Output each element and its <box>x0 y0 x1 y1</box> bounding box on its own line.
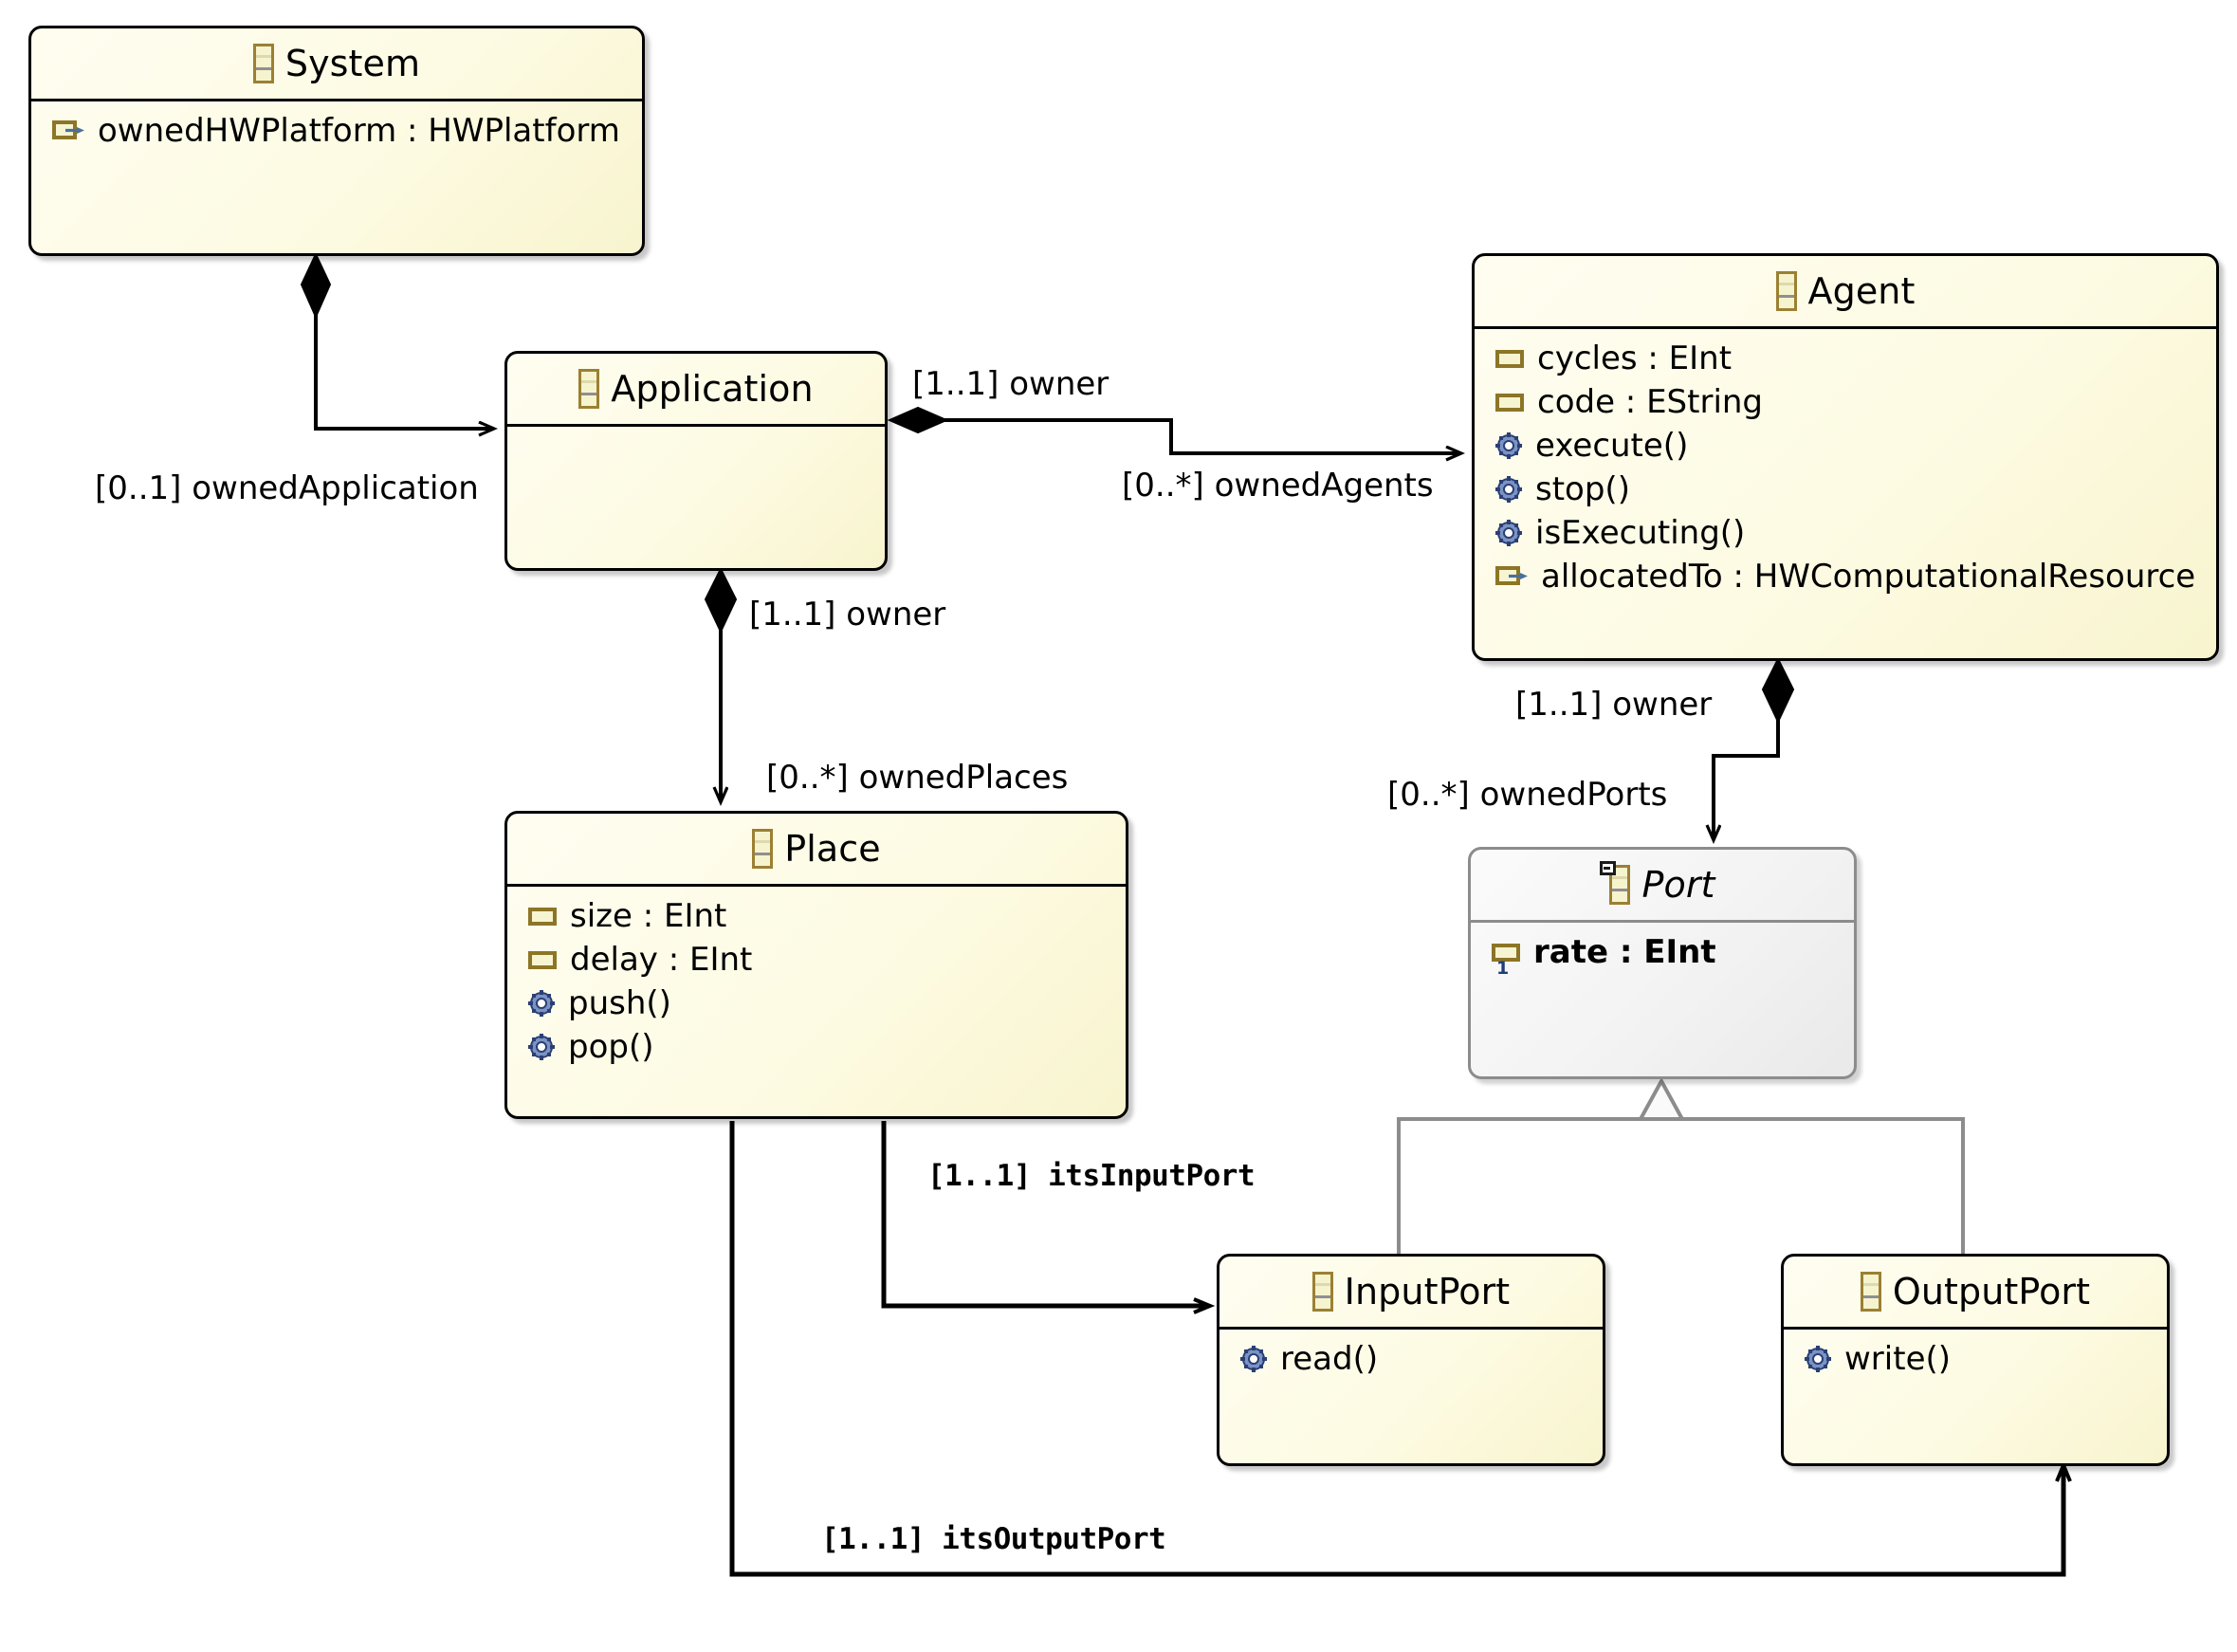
class-member-label: rate : EInt <box>1533 933 1716 971</box>
eattribute-icon <box>528 907 557 926</box>
class-body-application <box>507 427 885 434</box>
eoperation-icon <box>1495 432 1522 459</box>
class-member-label: push() <box>568 984 671 1022</box>
class-member-label: execute() <box>1535 427 1689 465</box>
class-member-label: pop() <box>568 1028 654 1066</box>
class-member-label: ownedHWPlatform : HWPlatform <box>98 112 620 150</box>
class-member[interactable]: pop() <box>528 1025 1126 1069</box>
class-member[interactable]: push() <box>528 982 1126 1025</box>
class-member[interactable]: ownedHWPlatform : HWPlatform <box>52 109 642 153</box>
eoperation-icon <box>1495 476 1522 503</box>
eclass-icon <box>752 829 774 869</box>
edge-label-owner-place: [1..1] owner <box>749 596 946 633</box>
edge-label-itsInputPort: [1..1] itsInputPort <box>927 1159 1256 1193</box>
class-name-outputport: OutputPort <box>1892 1271 2091 1312</box>
class-box-place[interactable]: Place size : EInt delay : EInt <box>504 811 1128 1119</box>
edge-place-inputport <box>881 1121 1209 1306</box>
class-body-place: size : EInt delay : EInt push() <box>507 887 1126 1069</box>
abstract-marker-icon <box>1600 861 1617 875</box>
class-name-system: System <box>284 43 421 84</box>
class-box-port[interactable]: Port rate : EInt <box>1468 847 1857 1079</box>
eclass-icon <box>1311 1272 1333 1312</box>
class-member-label: code : EString <box>1537 383 1764 421</box>
edge-label-owner-port: [1..1] owner <box>1515 686 1713 724</box>
class-header-port: Port <box>1471 850 1854 923</box>
class-member[interactable]: write() <box>1805 1337 2167 1381</box>
class-body-system: ownedHWPlatform : HWPlatform <box>31 101 642 153</box>
eattribute-id-icon <box>1492 943 1520 978</box>
class-member-label: size : EInt <box>570 897 727 935</box>
eref-arrow-glyph <box>1509 573 1528 579</box>
class-member[interactable]: isExecuting() <box>1495 511 2216 555</box>
edge-application-agent <box>887 406 1460 453</box>
class-member[interactable]: rate : EInt <box>1492 930 1854 978</box>
class-box-system[interactable]: System ownedHWPlatform : HWPlatform <box>28 26 645 256</box>
class-name-agent: Agent <box>1807 270 1916 312</box>
edge-label-owner-agent: [1..1] owner <box>912 365 1109 403</box>
class-body-agent: cycles : EInt code : EString exec <box>1475 329 2216 598</box>
class-body-outputport: write() <box>1784 1330 2167 1381</box>
eoperation-icon <box>1240 1346 1267 1372</box>
ereference-icon <box>52 120 84 141</box>
class-name-application: Application <box>611 368 814 410</box>
class-member-label: stop() <box>1535 470 1630 508</box>
class-name-port: Port <box>1641 864 1715 906</box>
eattribute-icon <box>1495 393 1524 412</box>
eclass-icon <box>252 44 274 83</box>
eoperation-icon <box>528 1034 555 1060</box>
class-member[interactable]: stop() <box>1495 468 2216 511</box>
edge-label-ownedPlaces: [0..*] ownedPlaces <box>766 759 1069 797</box>
edge-label-itsOutputPort: [1..1] itsOutputPort <box>821 1522 1166 1556</box>
class-member[interactable]: execute() <box>1495 424 2216 468</box>
class-header-system: System <box>31 28 642 101</box>
eclass-icon <box>1860 1272 1881 1312</box>
class-header-agent: Agent <box>1475 256 2216 329</box>
class-box-agent[interactable]: Agent cycles : EInt code : EString <box>1472 253 2219 661</box>
class-member[interactable]: cycles : EInt <box>1495 337 2216 380</box>
class-box-application[interactable]: Application <box>504 351 888 571</box>
generalization-arrow-to-port <box>1637 1076 1686 1121</box>
eclass-icon <box>578 369 600 409</box>
eattribute-icon <box>528 950 557 969</box>
class-body-inputport: read() <box>1219 1330 1603 1381</box>
class-member-label: isExecuting() <box>1535 514 1746 552</box>
eoperation-icon <box>1495 520 1522 546</box>
class-member-label: cycles : EInt <box>1537 340 1733 377</box>
class-box-inputport[interactable]: InputPort read() <box>1217 1254 1605 1466</box>
class-header-application: Application <box>507 354 885 427</box>
class-header-inputport: InputPort <box>1219 1257 1603 1330</box>
edge-label-ownedPorts: [0..*] ownedPorts <box>1387 776 1668 814</box>
eclass-abstract-icon <box>1600 861 1631 905</box>
class-member[interactable]: delay : EInt <box>528 938 1126 982</box>
eref-arrow-glyph <box>65 127 84 134</box>
class-body-port: rate : EInt <box>1471 923 1854 978</box>
edge-inputport-port-generalization <box>1397 1117 1661 1254</box>
edge-application-place <box>704 566 738 801</box>
class-header-place: Place <box>507 814 1126 887</box>
class-member-label: write() <box>1844 1340 1952 1378</box>
class-name-inputport: InputPort <box>1344 1271 1511 1312</box>
class-member[interactable]: read() <box>1240 1337 1603 1381</box>
edge-label-ownedApplication: [0..1] ownedApplication <box>95 469 479 507</box>
class-member-label: delay : EInt <box>570 941 753 979</box>
eattribute-icon <box>1495 349 1524 368</box>
eoperation-icon <box>528 990 555 1017</box>
edge-label-ownedAgents: [0..*] ownedAgents <box>1122 467 1434 505</box>
class-member[interactable]: allocatedTo : HWComputationalResource <box>1495 555 2216 598</box>
class-box-outputport[interactable]: OutputPort write() <box>1781 1254 2170 1466</box>
class-member[interactable]: code : EString <box>1495 380 2216 424</box>
eclass-icon <box>1775 271 1797 311</box>
eoperation-icon <box>1805 1346 1831 1372</box>
ereference-icon <box>1495 566 1528 587</box>
edge-agent-port <box>1714 656 1795 839</box>
class-header-outputport: OutputPort <box>1784 1257 2167 1330</box>
class-member-label: read() <box>1280 1340 1379 1378</box>
edge-system-application <box>300 251 493 429</box>
class-member[interactable]: size : EInt <box>528 894 1126 938</box>
class-name-place: Place <box>784 828 881 870</box>
class-member-label: allocatedTo : HWComputationalResource <box>1541 558 2196 596</box>
edge-outputport-port-generalization <box>1661 1117 1965 1254</box>
